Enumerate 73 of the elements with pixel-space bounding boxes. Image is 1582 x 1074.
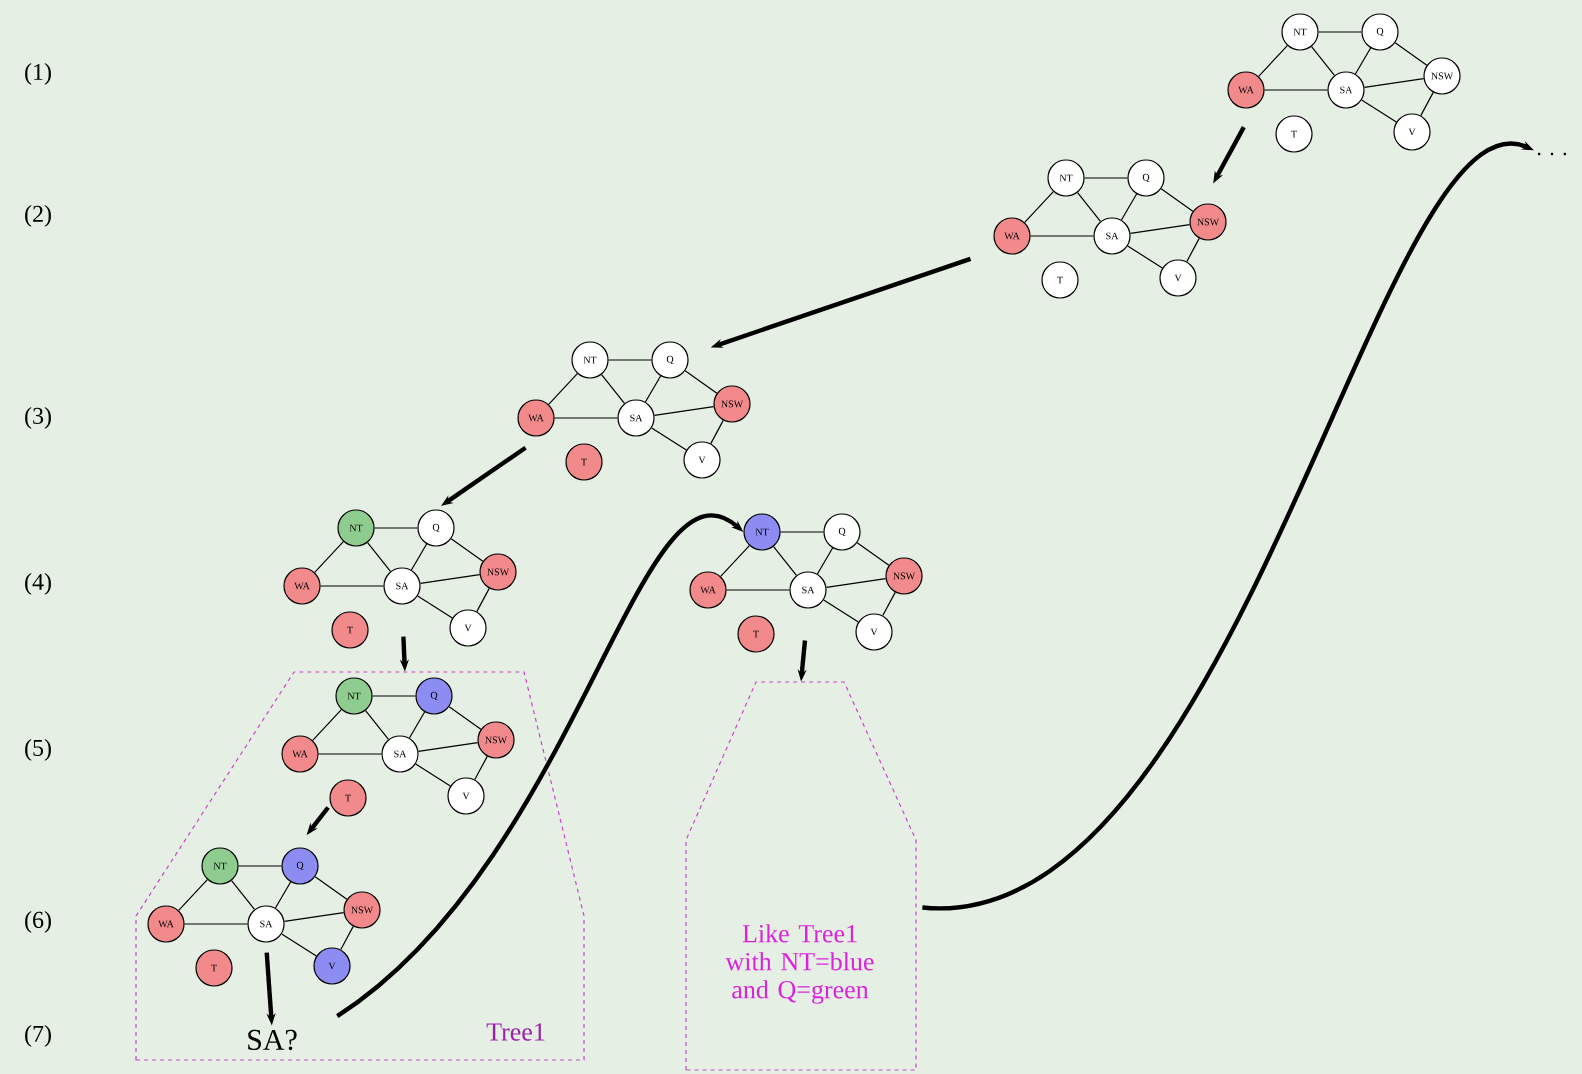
connector-line [417,742,479,752]
connector-line [554,417,618,419]
connector-line [314,541,344,573]
level-label: (3) [25,407,51,429]
level-label: (2) [25,205,51,227]
connector-line [320,585,384,587]
connector-line [1394,42,1428,66]
connector-line [366,541,392,572]
connector-line [1076,191,1102,222]
connector-line [1084,177,1128,179]
connector-line [415,763,451,787]
connector-line [1420,91,1434,117]
connector-line [856,542,890,566]
connector-line [1310,45,1336,76]
connector-line [419,574,481,584]
connector-line [825,578,887,588]
connector-line [653,406,715,416]
connector-line [281,933,317,957]
connector-line [372,695,417,697]
connector-line [1186,237,1200,263]
connector-line [474,755,488,781]
connector-line [450,538,484,562]
connector-line [283,912,345,922]
connector-line [364,709,390,740]
connector-line [476,587,490,613]
connector-line [231,879,256,910]
connector-line [1120,193,1138,221]
connector-line [1160,188,1194,212]
ellipsis: . . . [1537,152,1567,156]
connector-line [1024,191,1054,223]
connector-line [644,375,662,403]
connector-line [178,879,208,911]
connector-line [1363,78,1425,88]
connector-line [318,753,383,755]
connector-line [816,547,834,575]
connector-line [274,881,292,909]
connector-line [408,711,426,739]
dashed-region: Like Tree1 with NT=blue and Q=green [685,681,917,1071]
connector-line [780,531,824,533]
connector-line [651,427,687,451]
connector-line [448,706,482,730]
connector-line [1354,47,1372,75]
level-label: (5) [25,739,51,761]
connector-line [772,545,798,576]
connector-line [314,876,348,900]
connector-line [823,599,859,623]
level-label: (4) [25,573,51,595]
connector-line [726,589,790,591]
connector-line [410,543,428,571]
level-label: (6) [25,911,51,933]
connector-line [1030,235,1094,237]
connector-line [374,527,419,529]
connector-line [312,709,342,741]
connector-line [684,370,718,394]
connector-line [1361,99,1397,123]
connector-line [882,591,896,617]
connector-line [1258,45,1288,77]
level-label: (1) [25,63,51,85]
connector-line [238,865,283,867]
connector-line [417,595,453,619]
connector-line [601,373,626,404]
connector-line [1129,224,1191,234]
connector-line [720,545,750,577]
connector-line [608,359,652,361]
level-label: (7) [25,1025,51,1047]
connector-line [1264,89,1328,91]
connector-line [1318,31,1362,33]
connector-line [1127,245,1163,269]
connector-line [548,373,578,405]
connector-line [710,419,724,445]
question-label: SA? [248,1029,297,1051]
connector-line [340,925,354,951]
connector-line [184,923,248,925]
